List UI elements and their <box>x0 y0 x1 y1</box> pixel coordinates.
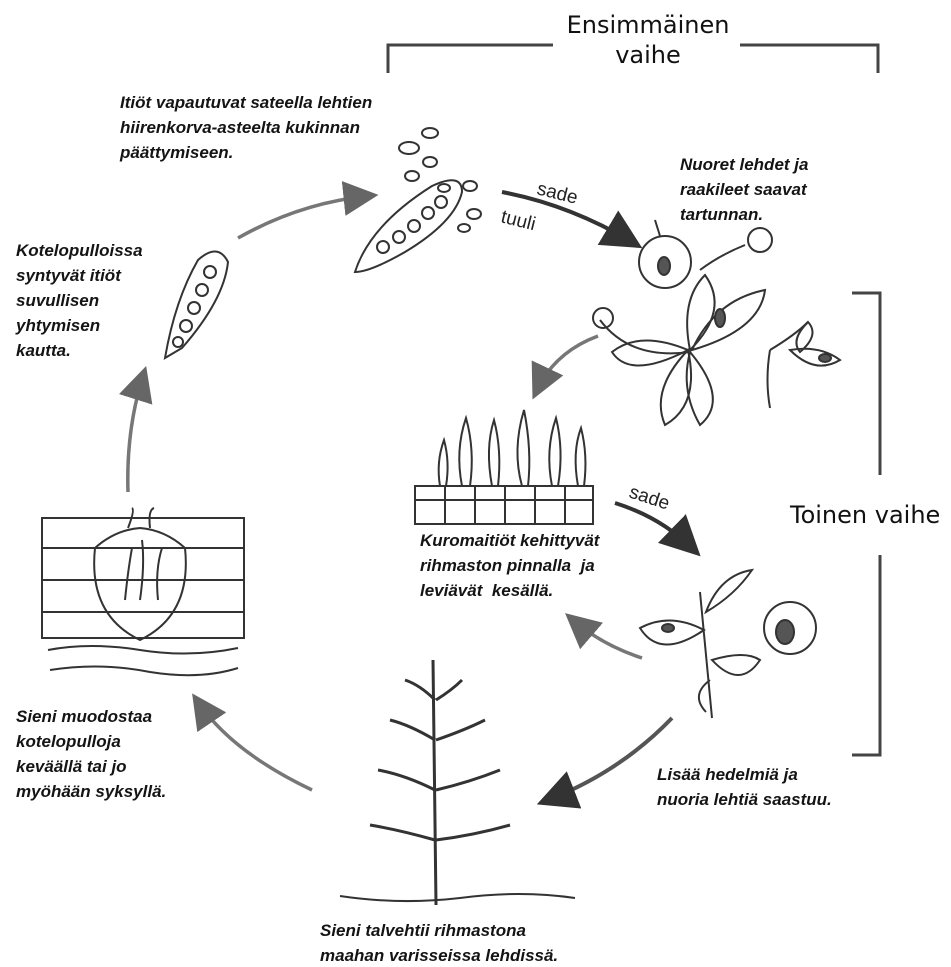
releasing-ascus-sketch <box>355 128 481 272</box>
second-phase-label: Toinen vaihe <box>790 500 940 530</box>
arrow-fruits-to-conidia <box>573 620 642 658</box>
caption-ascus-spores: Kotelopulloissa syntyvät itiöt suvullise… <box>16 238 143 363</box>
caption-spores-release: Itiöt vapautuvat sateella lehtien hiiren… <box>120 90 372 165</box>
arrow-label-wind: tuuli <box>499 206 538 235</box>
caption-overwinter: Sieni talvehtii rihmastona maahan variss… <box>320 918 558 967</box>
infected-fruits-sketch <box>640 570 816 718</box>
arrow-ascus-to-release <box>238 196 368 238</box>
conidiophores-sketch <box>415 410 593 524</box>
caption-perithecia: Sieni muodostaa kotelopulloja keväällä t… <box>16 704 166 804</box>
arrow-leaves-to-conidia <box>537 336 598 390</box>
first-phase-label: Ensimmäinen vaihe <box>553 10 743 70</box>
caption-more-fruits: Lisää hedelmiä ja nuoria lehtiä saastuu. <box>657 762 832 812</box>
arrow-perithecia-to-ascus <box>128 376 143 492</box>
arrow-ground-to-perithecia <box>198 702 312 790</box>
infected-leaves-sketch <box>593 220 840 425</box>
ascus-sketch <box>165 251 228 358</box>
overwintering-tree-sketch <box>340 660 575 905</box>
arrow-fruits-to-ground <box>548 718 672 800</box>
arrow-label-rain-1: sade <box>535 178 580 208</box>
caption-conidia: Kuromaitiöt kehittyvät rihmaston pinnall… <box>420 528 599 603</box>
perithecium-sketch <box>42 508 244 675</box>
caption-young-leaves: Nuoret lehdet ja raakileet saavat tartun… <box>680 152 808 227</box>
